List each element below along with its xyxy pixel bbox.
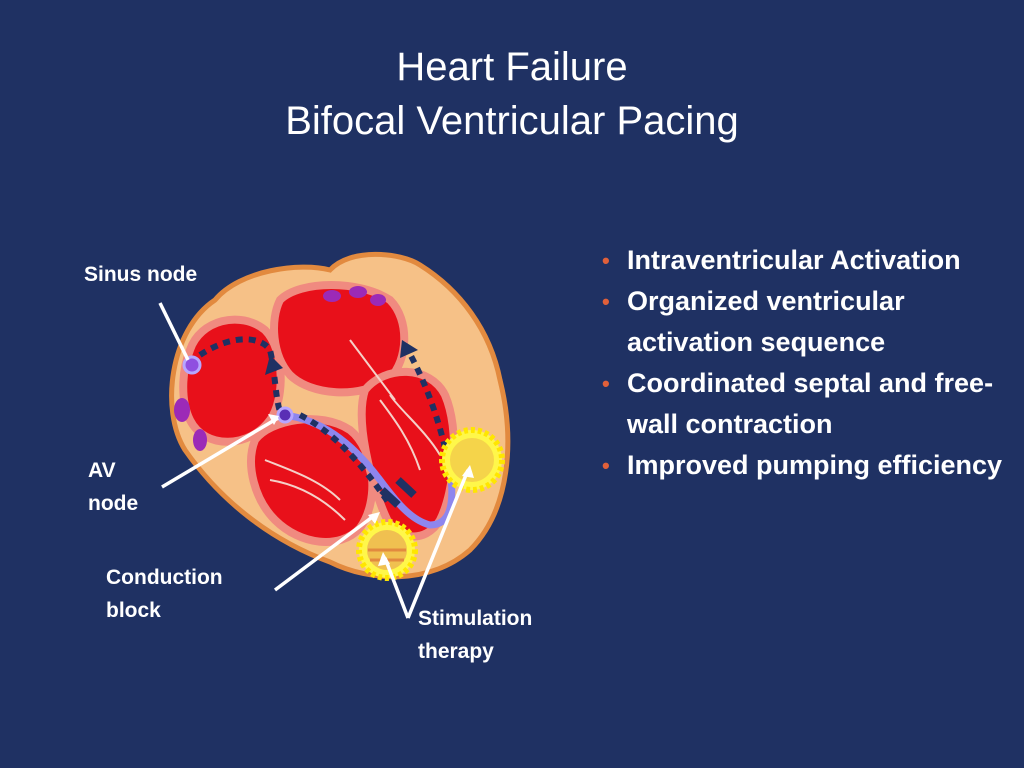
label-conduction-block: Conduction block — [106, 561, 223, 627]
label-sinus-node-text: Sinus node — [84, 263, 198, 286]
sinus-node-marker — [182, 355, 202, 375]
label-stimulation-therapy: Stimulation therapy — [418, 602, 532, 668]
bullet-dot-icon: • — [602, 289, 610, 314]
bullet-item: • Improved pumping efficiency — [600, 445, 1010, 486]
pointer-arrow-icon — [268, 414, 279, 425]
bullet-item: • Coordinated septal and free-wall contra… — [600, 363, 1010, 445]
tissue-oval — [349, 286, 367, 298]
label-av-node-line2: node — [88, 492, 139, 515]
bullet-text: Organized ventricular activation sequenc… — [627, 286, 905, 357]
tissue-oval — [323, 290, 341, 302]
label-sinus-node: Sinus node — [84, 258, 197, 291]
bullet-dot-icon: • — [602, 248, 610, 273]
chordae-lines — [264, 339, 441, 521]
bullet-text: Intraventricular Activation — [627, 245, 961, 275]
bullet-text: Coordinated septal and free-wall contrac… — [627, 368, 994, 439]
av-node-marker — [276, 406, 294, 424]
conduction-block — [379, 477, 417, 508]
label-stimulation-line2: therapy — [418, 640, 494, 663]
slide-title: Heart Failure Bifocal Ventricular Pacing — [0, 40, 1024, 148]
label-av-node: AV node — [88, 454, 138, 520]
bullet-item: • Intraventricular Activation — [600, 240, 1010, 281]
stimulation-site-icon — [439, 427, 505, 493]
arrow-head-icon — [265, 355, 283, 375]
stimulation-site-icon — [356, 519, 418, 581]
bullet-dot-icon: • — [602, 371, 610, 396]
pointer-lines — [158, 302, 470, 619]
bullet-list: • Intraventricular Activation • Organized … — [600, 240, 1010, 486]
bullet-item: • Organized ventricular activation sequen… — [600, 281, 1010, 363]
label-stimulation-line1: Stimulation — [418, 607, 533, 630]
pointer-arrow-icon — [378, 552, 390, 566]
arrow-head-icon — [400, 340, 418, 358]
activation-dashes — [198, 336, 453, 507]
pointer-arrow-icon — [462, 465, 474, 478]
tissue-oval — [370, 294, 386, 306]
pointer-arrow-icon — [368, 512, 380, 524]
title-line-1: Heart Failure — [396, 45, 628, 89]
tissue-oval — [193, 429, 207, 451]
label-conduction-block-line2: block — [106, 599, 161, 622]
title-line-2: Bifocal Ventricular Pacing — [285, 99, 739, 143]
label-av-node-line1: AV — [88, 459, 116, 482]
label-conduction-block-line1: Conduction — [106, 566, 223, 589]
bullet-dot-icon: • — [602, 453, 610, 478]
bullet-text: Improved pumping efficiency — [627, 450, 1003, 480]
tissue-oval — [174, 398, 190, 422]
